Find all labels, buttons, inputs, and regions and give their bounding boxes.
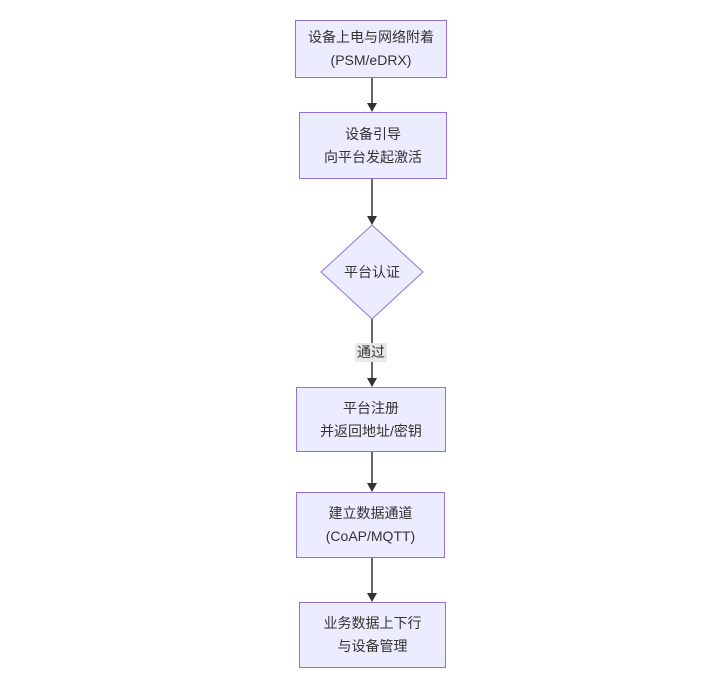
node-register: 平台注册 并返回地址/密钥	[296, 387, 446, 452]
node-power-attach-line2: (PSM/eDRX)	[330, 52, 412, 68]
node-register-line1: 平台注册	[343, 399, 399, 416]
node-data-channel-line2: (CoAP/MQTT)	[325, 528, 416, 544]
edge-arrowhead-channel-business	[367, 593, 377, 602]
edge-arrowhead-register-channel	[367, 483, 377, 492]
node-power-attach-line1: 设备上电与网络附着	[308, 29, 434, 45]
node-data-channel: 建立数据通道 (CoAP/MQTT)	[296, 492, 445, 558]
node-bootstrap-line1: 设备引导	[345, 125, 401, 142]
node-business: 业务数据上下行 与设备管理	[299, 602, 446, 668]
node-data-channel-line1: 建立数据通道	[328, 505, 413, 521]
edge-arrowhead-auth-register	[367, 378, 377, 387]
decision-diamond-shape	[320, 224, 424, 320]
node-bootstrap-line2: 向平台发起激活	[324, 148, 422, 165]
node-business-line2: 与设备管理	[337, 638, 408, 654]
node-business-line1: 业务数据上下行	[323, 615, 422, 631]
node-power-attach: 设备上电与网络附着 (PSM/eDRX)	[295, 20, 447, 78]
node-bootstrap: 设备引导 向平台发起激活	[299, 112, 447, 179]
edge-arrowhead-bootstrap-auth	[367, 216, 377, 225]
node-platform-auth-label: 平台认证	[344, 264, 400, 280]
edge-label-pass: 通过	[355, 343, 387, 362]
edge-arrowhead-power-bootstrap	[367, 103, 377, 112]
node-register-line2: 并返回地址/密钥	[320, 422, 422, 439]
